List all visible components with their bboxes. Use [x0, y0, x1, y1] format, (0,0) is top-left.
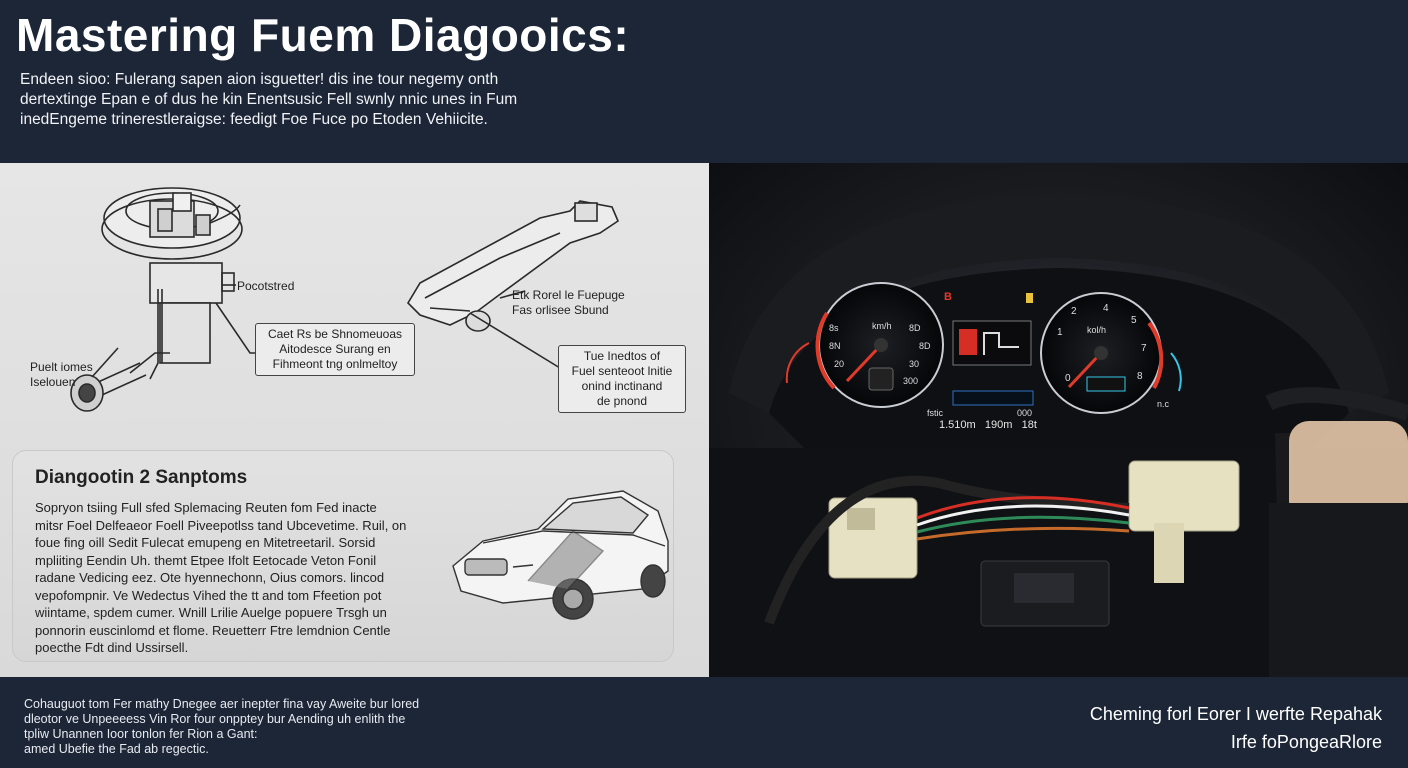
callout-box-fuel: Tue Inedtos of Fuel senteoot lnitie onin… [558, 345, 686, 413]
symptoms-line: ponnorin euscinlomd et flome. Reuetterr … [35, 622, 391, 638]
car-illustration [452, 490, 669, 620]
instrument-cluster-illustration [709, 163, 1408, 677]
gauge-label: 8D [919, 341, 931, 351]
left-label-line: Puelt iomes [30, 360, 93, 374]
intro-line: Endeen sioo: Fulerang sapen aion isguett… [20, 71, 499, 88]
display-label: 000 [1017, 408, 1033, 418]
callout-box-sensor: Caet Rs be Shnomeuoas Aitodesce Surang e… [255, 323, 415, 376]
temp-value: 18t [1021, 419, 1037, 431]
footer-cta-line: Irfe foPongeaRlore [1230, 732, 1382, 752]
gauge-label: 8s [829, 323, 839, 333]
cluster-readout: 1.510m 190m 18t [939, 419, 1037, 431]
intro-line: inedEngeme trinerestleraigse: feedigt Fo… [20, 111, 488, 128]
gauge-label: kol/h [1087, 325, 1107, 335]
gauge-number: 8 [1137, 371, 1143, 382]
gauge-label: 8N [829, 341, 841, 351]
gauge-number: 4 [1103, 303, 1109, 314]
trip-value: 190m [984, 419, 1013, 431]
callout-line: Caet Rs be Shnomeuoas [267, 327, 403, 341]
callout-line: de pnond [596, 394, 648, 408]
right-label-line: Etk Rorel le Fuepuge [512, 288, 625, 302]
callout-line: Aitodesce Surang en [279, 342, 391, 356]
display-label: fstic [927, 408, 944, 418]
footer-line: tpliw Unannen Ioor tonlon fer Rion a Gan… [24, 727, 258, 741]
gauge-number: 1 [1057, 327, 1063, 338]
symptoms-body: Sopryon tsiing Full sfed Splemacing Reut… [35, 499, 435, 657]
gauge-label: 30 [909, 359, 920, 369]
gauge-number: 2 [1071, 306, 1077, 317]
footer-cta-line: Cheming forl Eorer I werfte Repahak [1089, 704, 1382, 724]
right-label-line: Fas orlisee Sbund [512, 303, 609, 317]
gauge-number: 7 [1141, 343, 1147, 354]
odometer-value: 1.510m [939, 419, 976, 431]
symptoms-line: foue fing oill Sedit Fulecat emupeng en … [35, 535, 376, 550]
callout-line: onind inctinand [581, 379, 663, 393]
footer-line: amed Ubefie the Fad ab regectic. [24, 742, 209, 756]
symptoms-line: mpliiting Eendin Uh. themt Etpee Ifolt E… [35, 552, 377, 568]
gauge-label: 8D [909, 323, 921, 333]
fuel-pump-diagram [70, 187, 619, 412]
symptoms-line: poecthe Fdt dind Ussirsell. [35, 640, 189, 655]
header-banner: Mastering Fuem Diagooics: Endeen sioo: F… [0, 0, 1408, 163]
diagram-panel: Pocotstred Puelt iomes Iselouen Etk Rore… [0, 163, 709, 677]
symptoms-title: Diangootin 2 Sanptoms [35, 467, 248, 488]
symptoms-line: vepofompnir. Ve Wedectus Vihed the tt an… [35, 587, 382, 603]
page-title: Mastering Fuem Diagooics: [16, 9, 630, 61]
gauge-label: 300 [903, 376, 919, 386]
intro-paragraph: Endeen sioo: Fulerang sapen aion isguett… [20, 70, 580, 130]
pump-label: Pocotstred [237, 279, 295, 293]
footer-line: dleotor ve Unpeeeess Vin Ror four onppte… [24, 712, 406, 726]
footer-description: Cohauguot tom Fer mathy Dnegee aer inept… [24, 697, 484, 757]
callout-line: Fihmeont tng onlmeltoy [272, 357, 398, 371]
gauge-number: 5 [1131, 315, 1137, 326]
gauge-label: n.c [1157, 399, 1170, 409]
symptoms-line: wiintame, spdem cumer. Wnill Lrilie Auel… [35, 605, 387, 620]
right-label: Etk Rorel le Fuepuge Fas orlisee Sbund [512, 288, 625, 318]
footer-line: Cohauguot tom Fer mathy Dnegee aer inept… [24, 697, 420, 711]
gauge-label: 20 [834, 359, 845, 369]
symptoms-line: Sopryon tsiing Full sfed Splemacing Reut… [35, 500, 377, 515]
intro-line: dertextinge Epan e of dus he kin Enentsu… [20, 91, 518, 108]
left-label-line: Iselouen [30, 375, 76, 389]
footer-cta: Cheming forl Eorer I werfte Repahak Irfe… [1090, 700, 1382, 756]
dashboard-photo: B 8s km/h 8D 8N 8D 20 30 300 kol/h 1 2 4… [709, 163, 1408, 677]
symptoms-line: mitsr Foel Delfeaeor Foell Piveepotlss t… [35, 517, 407, 533]
callout-line: Tue Inedtos of [583, 349, 661, 363]
callout-line: Fuel senteoot lnitie [571, 364, 673, 378]
symptoms-line: radane Vedicing eez. Ote hyennechonn, Oi… [35, 570, 385, 585]
gauge-number: 0 [1065, 373, 1071, 384]
left-label: Puelt iomes Iselouen [30, 360, 93, 390]
symptoms-card: Diangootin 2 Sanptoms Sopryon tsiing Ful… [12, 450, 674, 662]
speedometer-gauge [815, 282, 944, 408]
gauge-label: km/h [872, 321, 892, 331]
warning-icon: B [944, 291, 952, 303]
tachometer-gauge [1040, 292, 1164, 414]
